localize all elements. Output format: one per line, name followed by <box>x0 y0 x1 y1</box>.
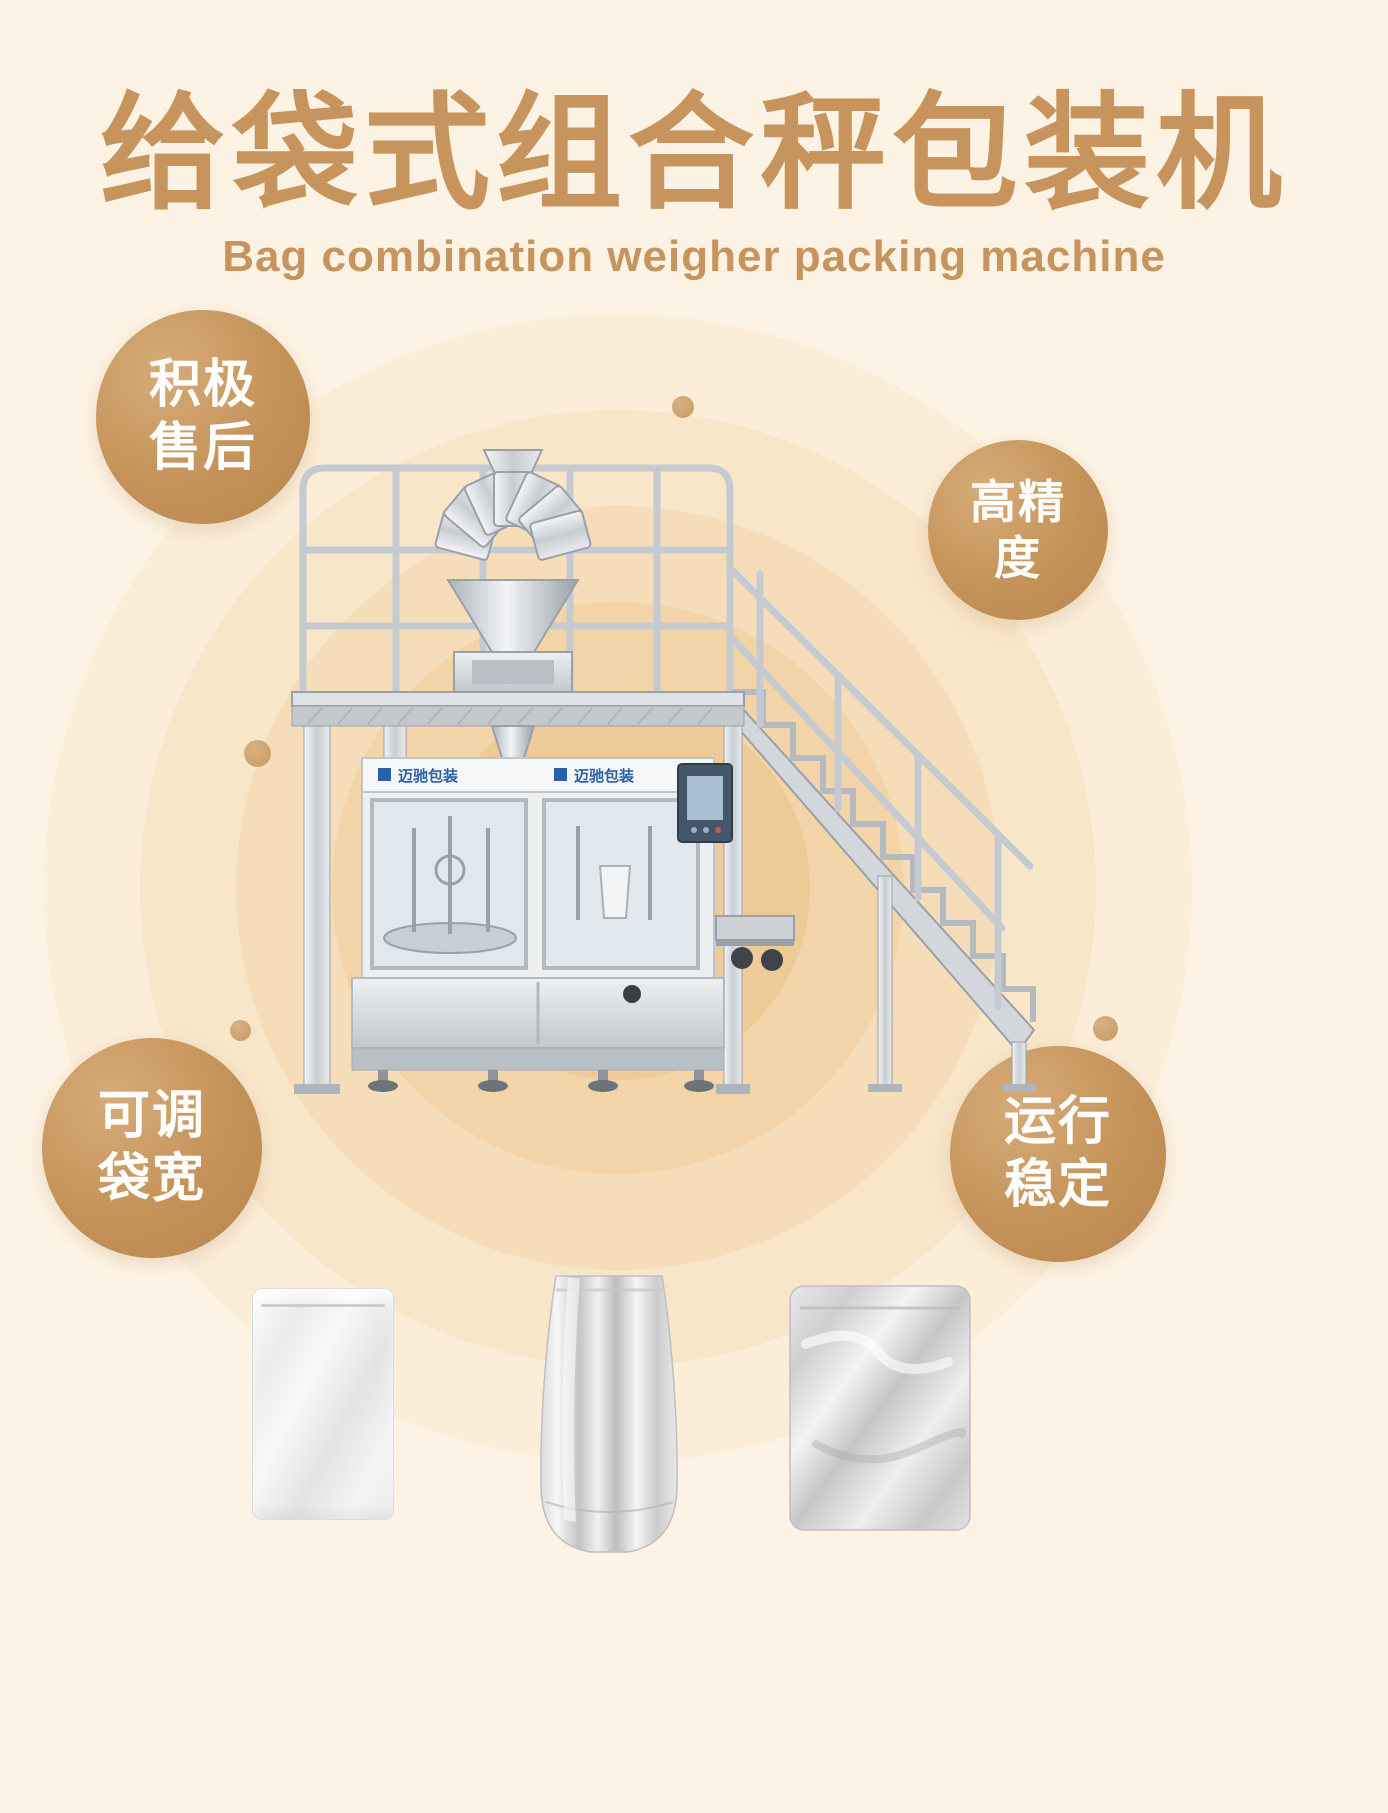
badge-line: 售后 <box>148 419 257 477</box>
badge-adjustable-bag-width: 可调 袋宽 <box>42 1038 262 1258</box>
badge-line: 稳定 <box>1003 1156 1112 1214</box>
brand-label: 迈驰包装 <box>398 767 459 785</box>
brand-label: 迈驰包装 <box>574 767 635 785</box>
bag-sample-flat-sachet <box>252 1288 394 1520</box>
rotary-turret <box>383 816 517 954</box>
badge-line: 袋宽 <box>97 1150 206 1208</box>
flat-pouch-graphic <box>789 1285 971 1531</box>
stairs <box>726 564 1036 1092</box>
stair-handrail <box>726 564 1034 1010</box>
multihead-weigher <box>434 449 592 759</box>
badge-line: 高精 <box>970 475 1066 528</box>
machine-feet <box>368 1070 714 1092</box>
outfeed-conveyor <box>715 915 795 971</box>
platform <box>291 691 750 1094</box>
page-subtitle: Bag combination weigher packing machine <box>222 232 1166 281</box>
machine-illustration: 迈驰包装 迈驰包装 <box>291 449 1036 1094</box>
standup-pouch-graphic <box>540 1275 678 1553</box>
badge-line: 运行 <box>1003 1092 1112 1151</box>
decor-dot-icon <box>672 396 694 418</box>
badge-active-after-sales: 积极 售后 <box>96 310 310 524</box>
decor-dot-icon <box>1093 1016 1118 1041</box>
packing-cabinet: 迈驰包装 迈驰包装 <box>351 757 725 1092</box>
decor-dot-icon <box>244 740 271 767</box>
control-panel <box>677 763 733 843</box>
decor-dot-icon <box>230 1020 251 1041</box>
page-title: 给袋式组合秤包装机 <box>100 83 1288 224</box>
badge-line: 积极 <box>148 355 257 414</box>
badge-high-precision: 高精 度 <box>928 440 1108 620</box>
bag-sample-standup-pouch <box>516 1270 702 1562</box>
weigher-buckets <box>434 471 592 561</box>
badge-line: 度 <box>994 532 1042 584</box>
bag-sample-flat-pouch <box>786 1282 974 1534</box>
machine-photo: 迈驰包装 迈驰包装 <box>278 446 1062 1108</box>
bag-station <box>576 826 652 920</box>
badge-stable-operation: 运行 稳定 <box>950 1046 1166 1262</box>
badge-line: 可调 <box>97 1086 206 1145</box>
